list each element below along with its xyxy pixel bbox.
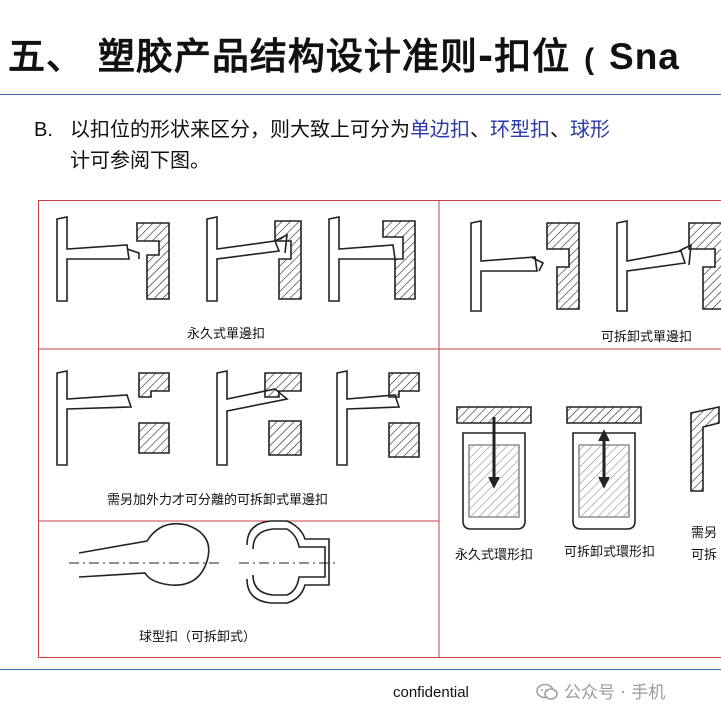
caption-force-single: 需另加外力才可分離的可拆卸式單邊扣	[107, 493, 329, 508]
snap-fit-figure: 永久式單邊扣 可拆卸式單邊扣 需另加外力才可分離的可拆卸式單邊扣 永久式環形扣 …	[38, 200, 721, 658]
removable-single-drawings	[470, 220, 721, 312]
permanent-single-drawings	[56, 216, 416, 302]
watermark-text: 公众号 · 手机	[564, 683, 666, 703]
watermark: 公众号 · 手机	[536, 678, 665, 703]
caption-removable-ring: 可拆卸式環形扣	[564, 545, 656, 560]
bullet-text-line2: 计可参阅下图。	[70, 148, 210, 172]
caption-ball: 球型扣（可拆卸式）	[139, 630, 257, 645]
bullet-point: B.以扣位的形状来区分，则大致上可分为单边扣、环型扣、球形 计可参阅下图。	[34, 114, 721, 175]
figure-drawing	[39, 201, 721, 657]
title-divider	[0, 94, 721, 95]
grid-lines	[39, 201, 721, 657]
footer-confidential: confidential	[393, 684, 469, 701]
highlight-ring: 环型扣	[490, 117, 550, 141]
highlight-single-edge: 单边扣	[410, 117, 470, 141]
highlight-ball: 球形	[570, 117, 610, 141]
caption-removable-single: 可拆卸式單邊扣	[601, 330, 693, 345]
separator: 、	[550, 117, 570, 141]
separator: 、	[470, 117, 490, 141]
bullet-text: 以扣位的形状来区分，则大致上可分为	[70, 117, 410, 141]
footer-divider	[0, 669, 721, 670]
caption-permanent-ring: 永久式環形扣	[455, 548, 534, 563]
caption-cut-2: 可拆	[691, 548, 718, 563]
ring-drawings	[456, 406, 720, 530]
wechat-icon	[536, 683, 558, 700]
page-title: 五、 塑胶产品结构设计准则-扣位 ( Sna	[8, 35, 680, 78]
force-single-drawings	[56, 370, 420, 466]
caption-permanent-single: 永久式單邊扣	[187, 327, 266, 342]
bullet-marker: B.	[34, 119, 53, 141]
ball-drawings	[69, 520, 339, 604]
caption-cut-1: 需另	[691, 526, 718, 541]
